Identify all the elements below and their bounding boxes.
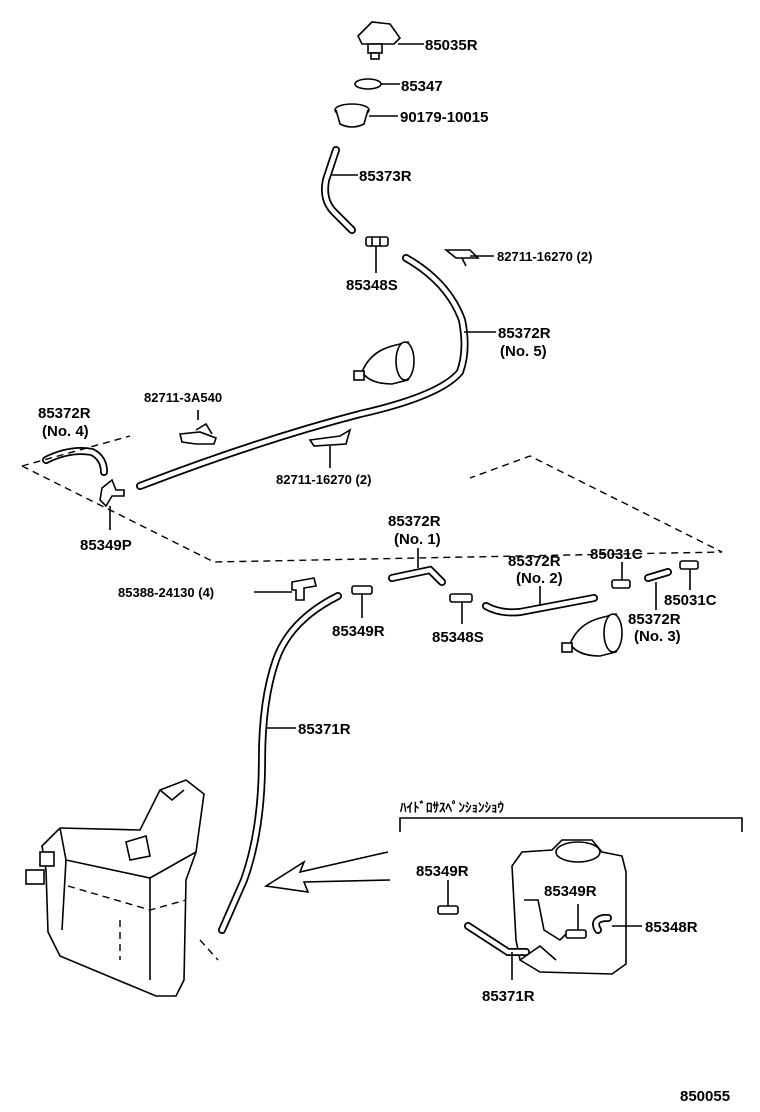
label-hose-no5-sub: (No. 5) (500, 343, 547, 360)
hose-85372R-no4 (42, 447, 108, 476)
label-gasket: 85347 (401, 78, 443, 95)
label-grommet: 90179-10015 (400, 109, 488, 126)
clamp-82711-16270-center (308, 428, 352, 447)
washer-nozzle (357, 21, 402, 60)
inset-reservoir (511, 839, 627, 975)
hose-85372R-no1 (388, 565, 446, 586)
label-check-valve-right: 85031C (664, 592, 717, 609)
label-joint-mid: 85349R (332, 623, 385, 640)
inset-joint-85349R-mid (565, 929, 587, 939)
label-inset-joint-mid: 85349R (544, 883, 597, 900)
label-hose-no3-sub: (No. 3) (634, 628, 681, 645)
label-hose-no2-sub: (No. 2) (516, 570, 563, 587)
label-joint-top: 85348S (346, 277, 398, 294)
joint-85348S-mid (449, 593, 473, 603)
label-inset-hose: 85371R (482, 988, 535, 1005)
washer-bellows-lower (561, 613, 623, 657)
label-clamp-center: 82711-16270 (2) (276, 472, 371, 487)
joint-85348S-top (365, 236, 389, 247)
inset-hose-85371R (464, 922, 530, 956)
hose-grommet (334, 103, 370, 128)
hose-85372R-no3 (644, 568, 672, 582)
label-inset-elbow: 85348R (645, 919, 698, 936)
washer-tank (25, 779, 219, 997)
washer-bellows-upper (353, 341, 415, 385)
check-valve-85031C-top (611, 579, 631, 589)
inset-title: ﾊｲﾄﾞﾛｻｽﾍﾟﾝｼｮﾝｼｮｳ (399, 800, 505, 815)
label-hose-top: 85373R (359, 168, 412, 185)
label-hose-no2: 85372R (508, 553, 561, 570)
label-clamp-mid: 82711-3A540 (144, 390, 222, 405)
joint-85349R-mid (351, 585, 373, 595)
inset-elbow-85348R (592, 914, 612, 934)
clamp-82711-16270-top (443, 249, 480, 267)
label-hose-no1-sub: (No. 1) (394, 531, 441, 548)
nozzle-gasket (354, 78, 382, 90)
figure-id: 850055 (680, 1088, 730, 1105)
tee-85349P (99, 478, 125, 508)
label-hose-no4: 85372R (38, 405, 91, 422)
label-nozzle: 85035R (425, 37, 478, 54)
outline-dashed (21, 435, 723, 563)
hose-85371R (218, 592, 342, 934)
check-valve-85031C-right (679, 560, 699, 570)
label-tee-left: 85349P (80, 537, 132, 554)
label-clip-left: 85388-24130 (4) (118, 585, 214, 600)
arrow-to-tank (263, 851, 391, 893)
label-hose-no4-sub: (No. 4) (42, 423, 89, 440)
label-hose-no5: 85372R (498, 325, 551, 342)
hose-85373R (321, 146, 356, 234)
hose-85372R-no2 (482, 594, 598, 617)
label-joint-mid2: 85348S (432, 629, 484, 646)
label-inset-joint-left: 85349R (416, 863, 469, 880)
inset-joint-85349R-left (437, 905, 459, 915)
label-hose-no1: 85372R (388, 513, 441, 530)
label-clamp-right-top: 82711-16270 (2) (497, 249, 592, 264)
label-hose-no3: 85372R (628, 611, 681, 628)
label-hose-long: 85371R (298, 721, 351, 738)
label-check-valve-top: 85031C (590, 546, 643, 563)
inset-bracket (399, 817, 743, 832)
hose-85372R-no5 (136, 254, 469, 490)
clamp-82711-3A540 (178, 422, 218, 445)
clip-85388-24130 (291, 577, 317, 601)
